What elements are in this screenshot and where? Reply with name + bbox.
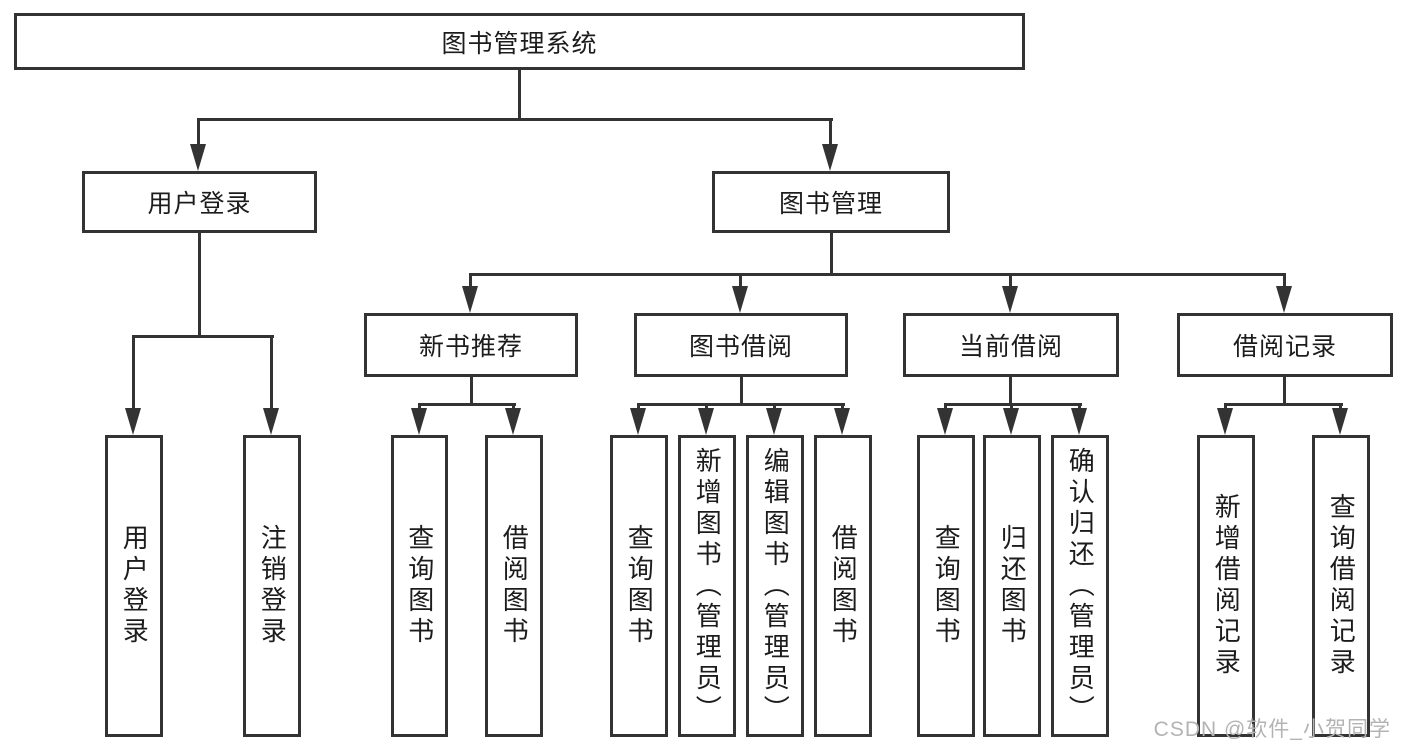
arrowhead-to-current-borrowing (1002, 273, 1019, 313)
node-library-management-system: 图书管理系统 (14, 13, 1025, 70)
connector-recommend-fork (418, 403, 516, 406)
node-logout: 注销登录 (243, 435, 301, 737)
connector-user-login-stem (198, 233, 201, 338)
csdn-watermark: CSDN @软件_小贺同学 (1153, 718, 1391, 741)
connector-borrowing-stem (740, 377, 743, 406)
arrowhead-to-user-login (190, 118, 207, 171)
connector-user-login-fork (132, 335, 274, 338)
node-new-book-recommendation: 新书推荐 (364, 313, 578, 377)
node-borrow-books-leaf: 借阅图书 (814, 435, 872, 737)
arrowhead-to-add-book-admin (698, 403, 715, 435)
arrowhead-to-borrow-books-leaf (834, 403, 851, 435)
connector-book-management-stem (830, 233, 833, 276)
arrowhead-to-logout (263, 335, 280, 435)
arrowhead-to-book-management (822, 118, 839, 171)
node-add-book-admin: 新增图书（管理员） (678, 435, 736, 737)
arrowhead-to-borrow-books-recommend (505, 403, 522, 435)
arrowhead-to-query-books-borrowing (630, 403, 647, 435)
node-user-login-leaf: 用户登录 (105, 435, 163, 737)
arrowhead-to-add-borrow-record (1217, 403, 1234, 435)
arrowhead-to-edit-book-admin (766, 403, 783, 435)
arrowhead-to-book-borrowing (732, 273, 749, 313)
node-user-login: 用户登录 (82, 171, 317, 233)
connector-records-fork (1224, 403, 1343, 406)
node-edit-book-admin: 编辑图书（管理员） (746, 435, 804, 737)
arrowhead-to-user-login-leaf (125, 335, 142, 435)
connector-current-fork (944, 403, 1082, 406)
arrowhead-to-new-book-recommendation (462, 273, 479, 313)
node-current-borrowing: 当前借阅 (903, 313, 1119, 377)
connector-level3-fork (470, 273, 1286, 276)
arrowhead-to-query-borrow-record (1332, 403, 1349, 435)
node-query-books-borrowing: 查询图书 (610, 435, 668, 737)
node-query-books-recommend: 查询图书 (391, 435, 448, 737)
connector-records-stem (1283, 377, 1286, 406)
node-book-management: 图书管理 (712, 171, 950, 233)
arrowhead-to-query-books-recommend (411, 403, 428, 435)
node-borrowing-records: 借阅记录 (1177, 313, 1393, 377)
connector-root-stem (518, 70, 521, 121)
connector-root-fork (198, 118, 833, 121)
node-query-borrow-record: 查询借阅记录 (1312, 435, 1370, 737)
arrowhead-to-query-books-current (937, 403, 954, 435)
arrowhead-to-return-book (1003, 403, 1020, 435)
node-query-books-current: 查询图书 (917, 435, 975, 737)
node-add-borrow-record: 新增借阅记录 (1197, 435, 1255, 737)
connector-recommend-stem (470, 377, 473, 406)
node-book-borrowing: 图书借阅 (634, 313, 848, 377)
node-confirm-return-admin: 确认归还（管理员） (1051, 435, 1109, 737)
arrowhead-to-confirm-return-admin (1071, 403, 1088, 435)
node-return-book: 归还图书 (983, 435, 1041, 737)
node-borrow-books-recommend: 借阅图书 (485, 435, 543, 737)
connector-borrowing-fork (637, 403, 845, 406)
arrowhead-to-borrowing-records (1276, 273, 1293, 313)
connector-current-stem (1009, 377, 1012, 406)
